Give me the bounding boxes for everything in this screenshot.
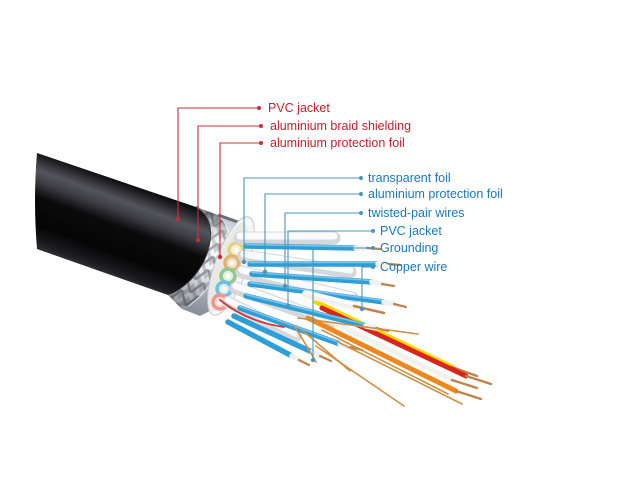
copper-tip	[450, 365, 479, 378]
leader-bullet	[359, 192, 363, 196]
leader-transparent-foil	[241, 176, 363, 265]
leader-dot	[285, 303, 291, 309]
leader-bullet	[259, 124, 263, 128]
twisted-pair-wire	[249, 271, 396, 288]
leader-bullet	[359, 176, 363, 180]
foil-top-edge	[217, 213, 239, 224]
leader-pvc-jacket-outer	[175, 106, 261, 222]
leader-copper-wire	[359, 265, 375, 312]
foil-pair	[233, 231, 341, 245]
leader-twisted-pair-wires	[282, 211, 363, 289]
label-pvc-jacket-inner: PVC jacket	[380, 224, 442, 238]
leader-bullet	[371, 265, 375, 269]
copper-tip	[387, 262, 403, 267]
drain-wire	[297, 317, 419, 335]
copper-tip	[392, 302, 408, 309]
outer-leader-lines	[175, 106, 263, 260]
leader-dot	[262, 269, 268, 275]
cable-jacket	[35, 153, 213, 295]
copper-tip	[464, 374, 493, 386]
leader-aluminium-protection-foil-inner	[262, 192, 363, 275]
leader-bullet	[259, 141, 263, 145]
label-grounding: Grounding	[380, 241, 439, 255]
twisted-pair-rings	[211, 241, 245, 311]
label-twisted-pair-wires: twisted-pair wires	[368, 206, 465, 220]
leader-dot	[217, 254, 223, 260]
pvc-wire-with-copper	[302, 290, 386, 315]
leader-dot	[241, 259, 247, 265]
drain-wire	[321, 329, 449, 395]
leader-bullet	[371, 229, 375, 233]
label-transparent-foil: transparent foil	[368, 171, 451, 185]
label-copper-wire: Copper wire	[380, 260, 448, 274]
leader-dot	[175, 216, 181, 222]
twisted-pair-wire	[247, 261, 403, 267]
copper-tip	[450, 378, 479, 390]
drain-wire	[337, 341, 463, 405]
leader-dot	[282, 283, 288, 289]
copper-tip	[380, 282, 396, 288]
leader-pvc-jacket-inner	[285, 229, 375, 309]
red-accent-wire	[219, 299, 285, 328]
leader-dot	[359, 306, 365, 312]
label-aluminium-protection-foil: aluminium protection foil	[270, 136, 405, 150]
leader-bullet	[371, 246, 375, 250]
label-pvc-jacket-outer: PVC jacket	[268, 101, 330, 115]
label-aluminium-braid-shielding: aluminium braid shielding	[270, 119, 412, 133]
leader-aluminium-protection-foil-outer	[217, 141, 263, 260]
copper-tip	[297, 358, 311, 367]
leader-bullet	[257, 106, 261, 110]
leader-dot	[195, 237, 201, 243]
leader-bullet	[359, 211, 363, 215]
twisted-pair-wire	[225, 319, 311, 367]
signal-wire-orange	[305, 315, 459, 394]
label-aluminium-protection-foil-inner: aluminium protection foil	[368, 187, 503, 201]
leader-aluminium-braid-shielding	[195, 124, 263, 243]
leader-grounding	[310, 246, 375, 363]
drain-wire	[315, 345, 405, 407]
copper-tip	[352, 304, 386, 315]
inner-leader-lines	[241, 176, 375, 363]
leader-dot	[310, 357, 316, 363]
copper-tip	[318, 354, 333, 363]
copper-tip	[454, 389, 483, 401]
